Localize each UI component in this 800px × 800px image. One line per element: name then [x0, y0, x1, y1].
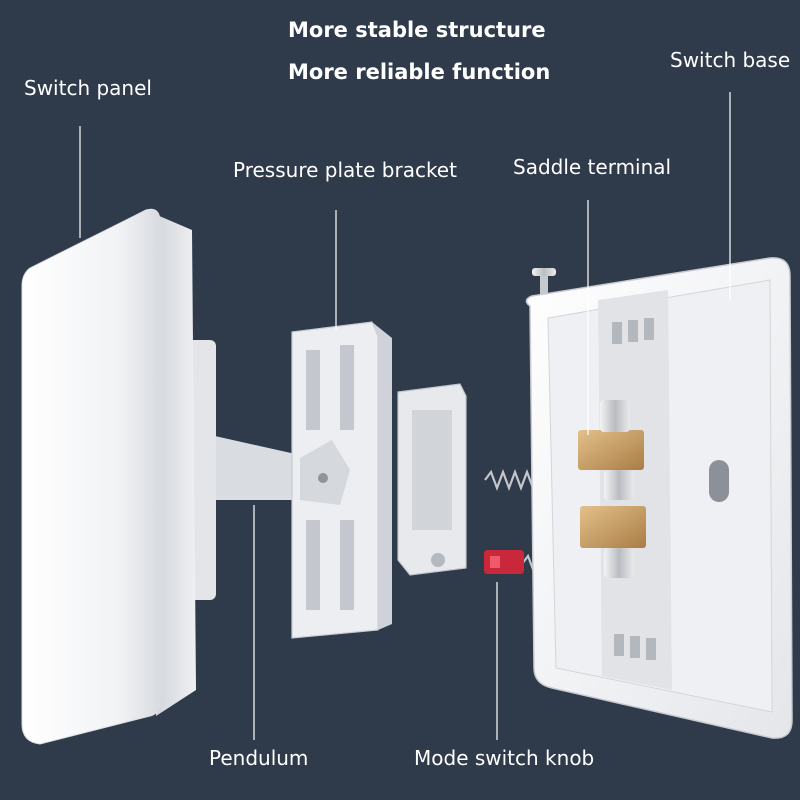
- bracket-slot-2: [340, 345, 354, 430]
- bracket-slot-3: [306, 520, 320, 610]
- bracket-inner-window: [412, 410, 452, 530]
- leader-lines: [79, 92, 731, 740]
- terminal-screw-1: [600, 400, 630, 432]
- mode-switch-knob-part: [484, 550, 524, 574]
- panel-face: [21, 208, 161, 745]
- headline-function: More reliable function: [288, 60, 551, 84]
- bracket-pivot-hole: [318, 473, 328, 483]
- label-switch-panel: Switch panel: [24, 76, 152, 100]
- bracket-inner-hole: [431, 553, 445, 567]
- label-saddle-terminal: Saddle terminal: [513, 155, 672, 179]
- headline-structure: More stable structure: [288, 18, 546, 42]
- base-top-screw-shank: [540, 276, 548, 294]
- base-mounting-slot: [709, 460, 729, 502]
- terminal-screw-3: [604, 548, 634, 578]
- base-vent-1: [612, 322, 622, 344]
- base-center-column: [598, 290, 672, 690]
- saddle-terminal-lower: [580, 506, 646, 548]
- base-vent-5: [630, 636, 640, 658]
- label-pressure-plate-bracket: Pressure plate bracket: [233, 158, 457, 182]
- bracket-side: [372, 322, 392, 630]
- bracket-slot-1: [306, 350, 320, 430]
- label-mode-switch-knob: Mode switch knob: [414, 746, 595, 770]
- bracket-pivot: [300, 440, 350, 505]
- bracket-slot-4: [340, 520, 354, 610]
- switch-base-part: [525, 257, 793, 739]
- base-top-screw-head: [532, 268, 556, 276]
- base-vent-2: [628, 320, 638, 342]
- panel-edge: [150, 212, 196, 716]
- base-vent-4: [614, 634, 624, 656]
- saddle-terminal-upper: [578, 430, 644, 470]
- terminal-screw-2: [604, 470, 634, 500]
- switch-panel-part: [21, 208, 300, 745]
- knob-highlight: [490, 556, 500, 568]
- base-vent-3: [644, 318, 654, 340]
- label-pendulum: Pendulum: [209, 746, 309, 770]
- label-switch-base: Switch base: [670, 48, 791, 72]
- pressure-plate-bracket-part: [291, 321, 467, 639]
- base-vent-6: [646, 638, 656, 660]
